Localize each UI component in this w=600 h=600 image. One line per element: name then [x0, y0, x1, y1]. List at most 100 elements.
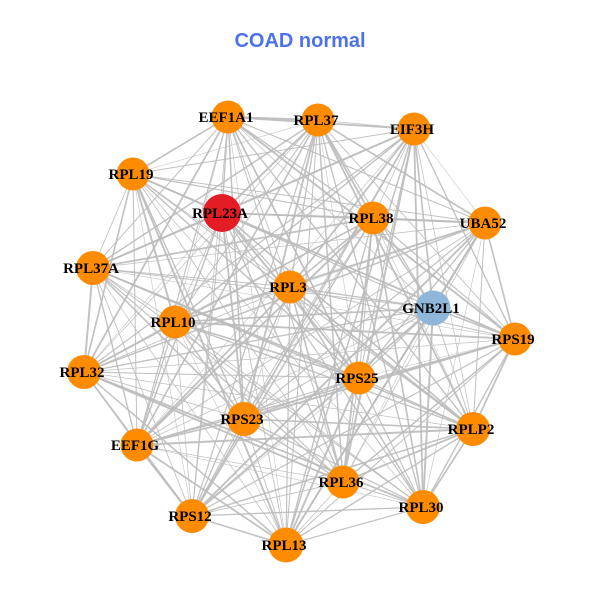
- edge-RPL37-RPL30: [317, 119, 424, 508]
- node-RPL10: [158, 305, 192, 339]
- node-UBA52: [468, 206, 502, 240]
- edge-RPL23A-RPL10: [174, 212, 223, 323]
- edge-RPL30-RPS12: [191, 506, 424, 517]
- node-label-RPS25: RPS25: [335, 371, 378, 387]
- edge-RPL3-GNB2L1: [289, 286, 434, 309]
- edge-RPL37A-EEF1G: [92, 267, 138, 446]
- edge-RPL10-RPS19: [174, 321, 516, 340]
- chart-title: COAD normal: [234, 30, 366, 52]
- node-label-RPL37A: RPL37A: [63, 261, 119, 277]
- edge-EEF1G-RPL30: [136, 444, 424, 508]
- edge-RPL19-RPLP2: [132, 173, 474, 430]
- edge-RPS19-EEF1G: [136, 338, 516, 446]
- edge-RPS23-RPLP2: [243, 418, 474, 430]
- edge-RPL37A-GNB2L1: [92, 267, 434, 309]
- edge-GNB2L1-RPL36: [342, 307, 434, 483]
- node-label-RPL19: RPL19: [109, 167, 154, 183]
- node-label-RPL38: RPL38: [349, 211, 394, 227]
- edge-RPS25-RPLP2: [358, 377, 474, 430]
- edge-RPL23A-RPL13: [221, 212, 287, 546]
- edge-UBA52-RPL37A: [92, 222, 486, 269]
- edges-layer: [83, 116, 516, 546]
- edge-RPL32-RPS23: [83, 371, 245, 420]
- edge-RPS25-RPL30: [358, 377, 424, 508]
- edge-EEF1G-RPL13: [136, 444, 287, 546]
- edge-RPS25-RPL13: [285, 377, 360, 546]
- node-RPL23A: [203, 194, 241, 232]
- edge-EIF3H-RPL30: [413, 128, 424, 508]
- node-RPS23: [227, 402, 261, 436]
- node-EEF1G: [120, 428, 154, 462]
- edge-RPL37-RPL19: [132, 119, 319, 175]
- edge-RPL10-EEF1G: [136, 321, 176, 446]
- edge-EEF1A1-RPL3: [227, 116, 291, 288]
- edge-RPL37A-RPL30: [92, 267, 424, 508]
- edge-RPL19-RPS12: [132, 173, 193, 517]
- edge-UBA52-RPS19: [484, 222, 516, 340]
- node-label-GNB2L1: GNB2L1: [402, 301, 460, 317]
- edge-RPL37A-RPS12: [92, 267, 193, 517]
- edge-RPL37-RPL37A: [92, 119, 319, 269]
- edge-RPL23A-RPLP2: [221, 212, 474, 430]
- node-label-RPL30: RPL30: [399, 500, 444, 516]
- edge-RPL32-RPLP2: [83, 371, 474, 430]
- edge-RPL37A-RPL32: [83, 267, 94, 373]
- edge-RPL10-RPS12: [174, 321, 193, 517]
- node-EEF1A1: [211, 100, 245, 134]
- edge-EIF3H-RPS12: [191, 128, 415, 517]
- edge-RPL38-UBA52: [372, 217, 486, 224]
- edge-RPL19-RPL13: [132, 173, 287, 546]
- edge-RPL19-RPL38: [132, 173, 374, 219]
- edge-EEF1A1-UBA52: [227, 116, 486, 224]
- node-label-RPLP2: RPLP2: [448, 422, 495, 438]
- node-label-EEF1A1: EEF1A1: [198, 110, 253, 126]
- edge-RPS23-RPL30: [243, 418, 424, 508]
- node-RPL32: [67, 355, 101, 389]
- edge-RPL37-RPL23A: [221, 119, 319, 214]
- edge-EIF3H-RPL19: [132, 128, 415, 175]
- node-label-RPL3: RPL3: [269, 280, 307, 296]
- node-RPL30: [406, 490, 440, 524]
- edge-EIF3H-UBA52: [413, 128, 486, 224]
- edge-RPL38-RPS19: [372, 217, 516, 340]
- edge-GNB2L1-RPS23: [243, 307, 434, 420]
- node-label-RPS12: RPS12: [168, 509, 211, 525]
- edge-RPL38-RPL3: [289, 217, 374, 288]
- edge-RPL37A-RPL3: [92, 267, 291, 288]
- node-RPL37: [301, 103, 335, 137]
- edge-EEF1A1-GNB2L1: [227, 116, 434, 309]
- edge-RPL10-RPLP2: [174, 321, 474, 430]
- edge-RPS23-EEF1G: [136, 418, 245, 446]
- edge-RPL23A-RPS19: [221, 212, 516, 340]
- node-label-UBA52: UBA52: [460, 216, 507, 232]
- edge-RPL23A-RPS12: [191, 212, 223, 517]
- edge-RPL10-RPL36: [174, 321, 344, 483]
- edge-RPS19-RPS12: [191, 338, 516, 517]
- edge-RPL19-RPS25: [132, 173, 360, 379]
- node-label-RPL23A: RPL23A: [192, 206, 248, 222]
- edge-GNB2L1-RPLP2: [432, 307, 474, 430]
- node-label-RPL13: RPL13: [262, 538, 307, 554]
- edge-RPL38-EEF1G: [136, 217, 374, 446]
- edge-RPL19-RPL10: [132, 173, 176, 323]
- edge-RPS25-RPL36: [342, 377, 360, 483]
- edge-UBA52-EEF1G: [136, 222, 486, 446]
- node-RPL38: [356, 201, 390, 235]
- edge-RPL10-RPS25: [174, 321, 360, 379]
- edge-RPL23A-RPL30: [221, 212, 424, 508]
- node-label-EIF3H: EIF3H: [390, 122, 435, 138]
- node-label-RPL32: RPL32: [60, 365, 105, 381]
- edge-RPL3-RPL10: [174, 286, 291, 323]
- node-RPL13: [268, 527, 304, 563]
- node-RPS12: [175, 499, 209, 533]
- edge-RPL3-RPL13: [285, 286, 291, 546]
- node-GNB2L1: [415, 290, 451, 326]
- edge-RPS25-RPS23: [243, 377, 360, 420]
- node-label-RPL36: RPL36: [319, 475, 365, 491]
- edge-RPL10-RPS23: [174, 321, 245, 420]
- edge-RPS19-RPL36: [342, 338, 516, 483]
- edge-RPL3-RPL36: [289, 286, 344, 483]
- edge-RPL19-RPS23: [132, 173, 245, 420]
- edge-RPL37A-RPL13: [92, 267, 287, 546]
